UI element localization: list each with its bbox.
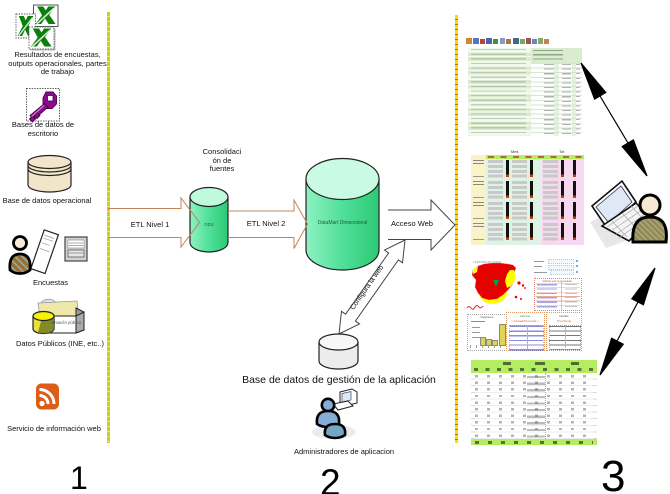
- svg-text:DataMart Dimensional: DataMart Dimensional: [318, 220, 367, 226]
- svg-text:Leyenda de mapa: Leyenda de mapa: [473, 260, 501, 264]
- svg-text:Almacén público: Almacén público: [51, 320, 82, 325]
- svg-text:ODS: ODS: [204, 222, 214, 227]
